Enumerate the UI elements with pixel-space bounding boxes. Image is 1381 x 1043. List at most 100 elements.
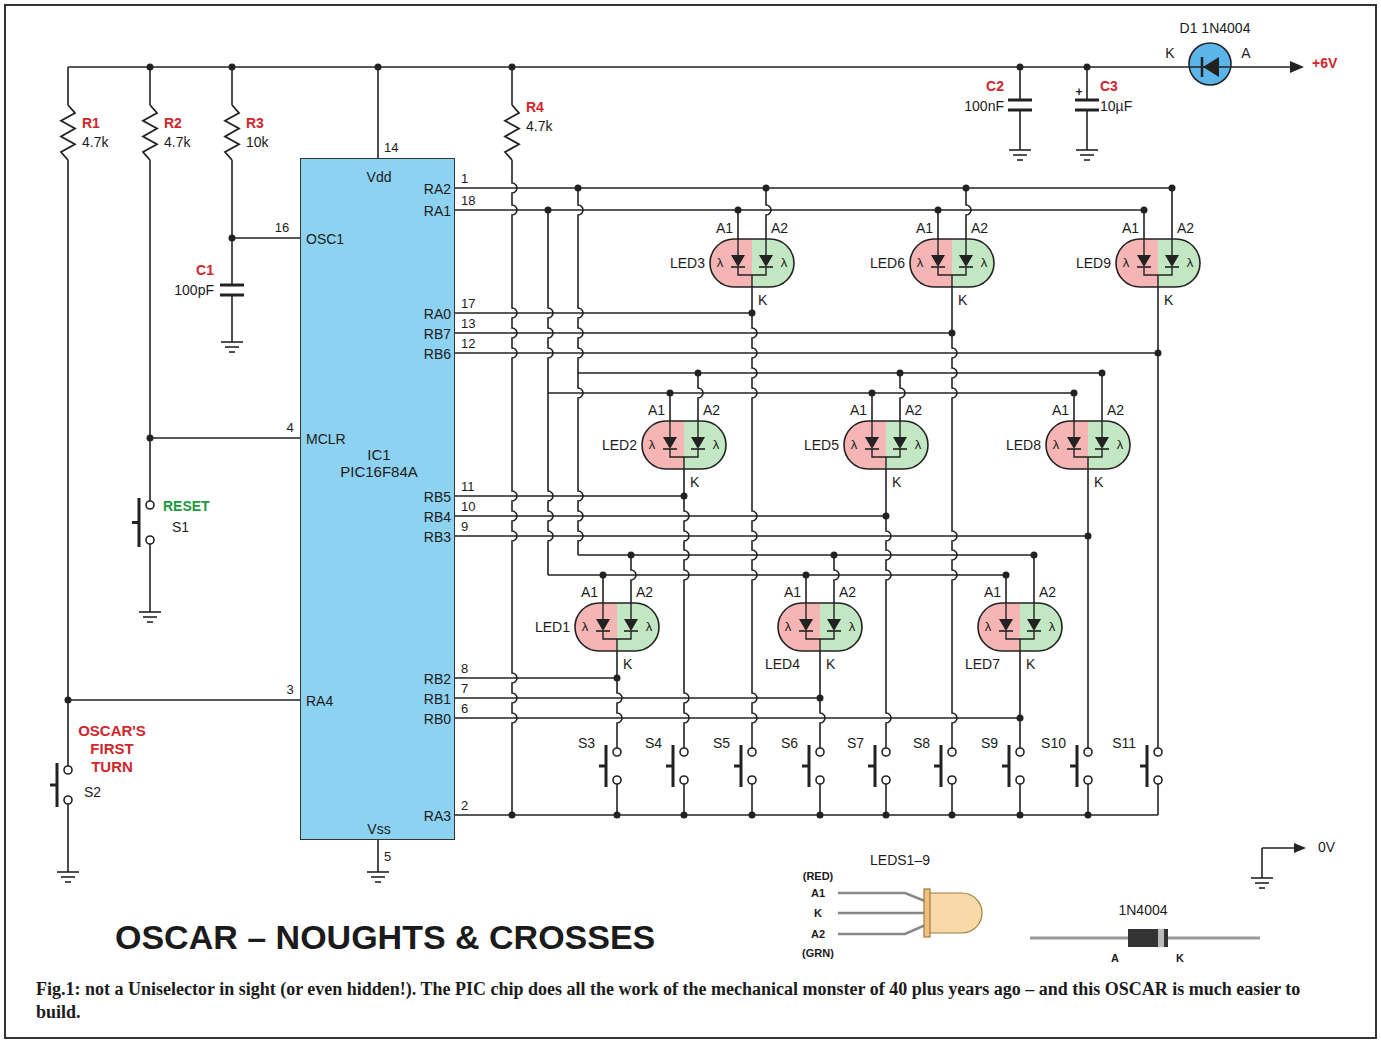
junction-dot [817, 695, 824, 702]
ic-package: VddOSC1MCLRIC1 PIC16F84ARA4VssRA2RA1RA0R… [300, 158, 455, 840]
junction-dot [883, 812, 890, 819]
wire [1086, 110, 1088, 150]
wire [752, 287, 757, 748]
pin-label: A2 [905, 402, 922, 418]
wire [455, 187, 1172, 189]
wire [683, 784, 685, 815]
junction-dot [614, 812, 621, 819]
pin-label: A1 [648, 402, 665, 418]
wire [67, 804, 69, 872]
wire [900, 373, 905, 421]
light-symbol: λ [713, 438, 720, 453]
resistor-symbol [225, 105, 239, 160]
pin-number: 5 [384, 850, 391, 865]
part-label: R3 [246, 115, 264, 131]
led-pinout-drawing [838, 889, 982, 937]
junction-dot [600, 572, 607, 579]
ground-symbol [1009, 150, 1031, 160]
part-label: S5 [713, 735, 730, 751]
pin-number: 16 [275, 221, 289, 236]
junction-dot [147, 435, 154, 442]
wire [455, 515, 886, 517]
wire [455, 495, 684, 497]
pin-number: 10 [461, 500, 475, 515]
pin-label: K [758, 292, 767, 308]
junction-dot [869, 390, 876, 397]
wire [231, 67, 233, 105]
pin-label: K [1165, 45, 1174, 61]
ground-symbol [221, 342, 243, 352]
pushbutton-symbol [934, 745, 956, 787]
wire [631, 555, 636, 603]
pushbutton-symbol [1070, 745, 1092, 787]
wire [616, 784, 618, 815]
wire [1087, 784, 1089, 815]
pin-name: RA1 [424, 203, 451, 219]
part-label: S7 [847, 735, 864, 751]
light-symbol: λ [785, 620, 792, 635]
pin-label: A1 [850, 402, 867, 418]
wire [455, 209, 1144, 211]
wire [669, 393, 671, 421]
wire [684, 469, 689, 748]
part-label: S8 [913, 735, 930, 751]
pin-label: K [623, 656, 632, 672]
wire [578, 554, 1034, 556]
pin-number: 4 [286, 421, 293, 436]
capacitor-symbol [1075, 100, 1099, 110]
pin-label: (RED) [803, 870, 834, 883]
light-symbol: λ [851, 438, 858, 453]
junction-dot [65, 697, 72, 704]
junction-dot [614, 675, 621, 682]
light-symbol: λ [1187, 256, 1194, 271]
bicolour-led-symbol [978, 603, 1062, 651]
wire [511, 67, 513, 105]
part-label: LED3 [670, 255, 705, 271]
junction-dot [1017, 715, 1024, 722]
junction-dot [1085, 533, 1092, 540]
wiring [68, 67, 1296, 878]
wire [1171, 188, 1173, 239]
pin-label: A2 [1107, 402, 1124, 418]
junction-dot [545, 207, 552, 214]
pin-number: 17 [461, 297, 475, 312]
junction-dot [1169, 185, 1176, 192]
wire [377, 67, 379, 158]
wire [1143, 210, 1145, 239]
junction-dot [575, 185, 582, 192]
wire [751, 784, 753, 815]
pin-label: A1 [581, 584, 598, 600]
wire [150, 437, 300, 439]
pin-label: (GRN) [802, 947, 834, 960]
pin-name: RA4 [306, 693, 333, 709]
wire [1262, 847, 1296, 849]
pin-label: A2 [1039, 584, 1056, 600]
part-label: LED5 [804, 437, 839, 453]
junction-dot [817, 812, 824, 819]
pin-label: A2 [703, 402, 720, 418]
wire [766, 188, 771, 239]
wire [834, 555, 839, 603]
light-symbol: λ [649, 438, 656, 453]
bicolour-led-symbol [1116, 239, 1200, 287]
polarity-mark: + [1075, 86, 1082, 100]
frame [5, 5, 1376, 1038]
bicolour-led-symbol [778, 603, 862, 651]
bicolour-led-symbol [575, 603, 659, 651]
light-symbol: λ [985, 620, 992, 635]
bicolour-led-symbol [710, 239, 794, 287]
part-label: S4 [645, 735, 662, 751]
ground-symbol [57, 872, 79, 882]
pin-label: A1 [916, 220, 933, 236]
pin-label: A [1241, 45, 1250, 61]
pin-label: K [690, 474, 699, 490]
pin-name: RA2 [424, 181, 451, 197]
pin-label: A [1111, 952, 1119, 965]
junction-dot [147, 64, 154, 71]
pin-number: 6 [461, 702, 468, 717]
wire [455, 697, 820, 699]
junction-dot [949, 812, 956, 819]
pin-name: RA3 [424, 808, 451, 824]
wire [1033, 555, 1035, 603]
